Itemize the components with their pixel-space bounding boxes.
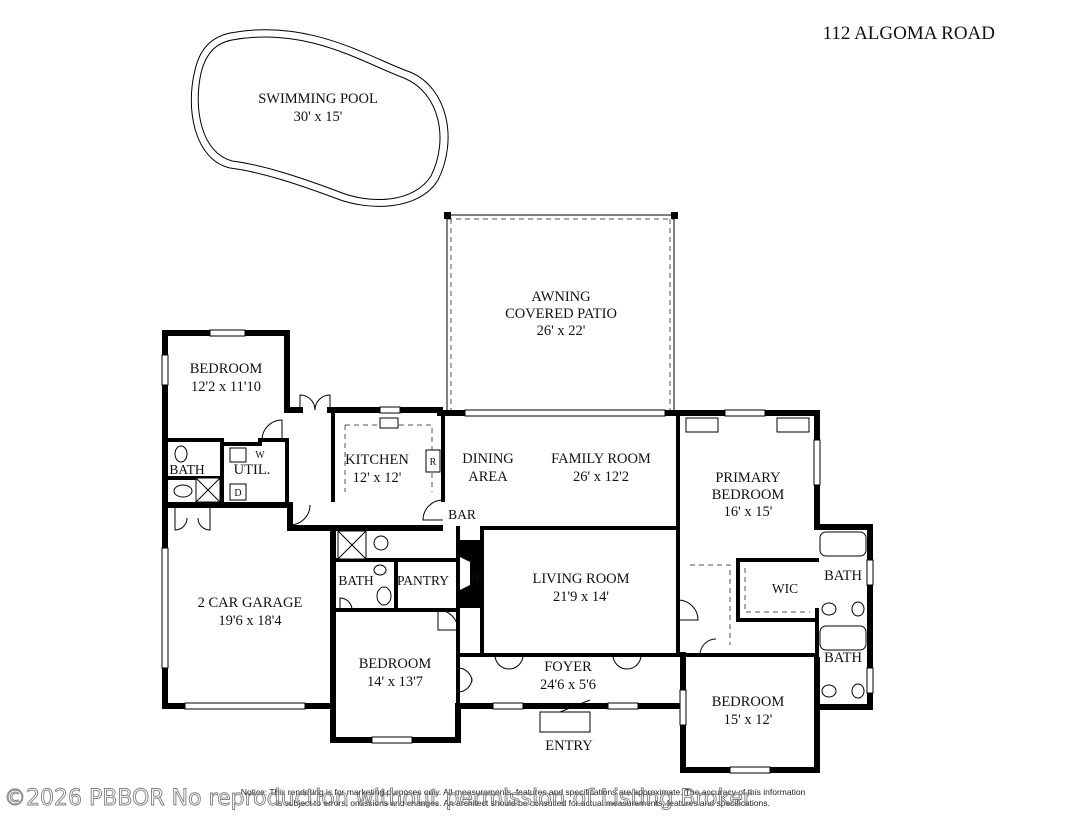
garage-dims: 19'6 x 18'4 (218, 613, 282, 629)
util-label: UTIL. (234, 462, 271, 478)
family-dims: 26' x 12'2 (573, 469, 629, 485)
primary-dims: 16' x 15' (724, 504, 773, 520)
patio-dims: 26' x 22' (537, 323, 586, 339)
foyer-dims: 24'6 x 5'6 (540, 677, 596, 693)
bath-nw-label: BATH (169, 462, 205, 477)
bedroom-se-label: BEDROOM (712, 694, 785, 710)
dining-label-1: DINING (462, 451, 514, 467)
bedroom-sw-dims: 14' x 13'7 (367, 674, 423, 690)
bar-label: BAR (448, 507, 476, 522)
dining-label-2: AREA (468, 469, 508, 485)
bath-e2-label: BATH (824, 650, 862, 666)
kitchen-dims: 12' x 12' (353, 470, 402, 486)
pool-dims: 30' x 15' (294, 109, 343, 125)
fridge-label: R (430, 457, 437, 468)
living-label: LIVING ROOM (532, 571, 629, 587)
bedroom-nw-label: BEDROOM (190, 361, 263, 377)
room-labels: BEDROOM 12'2 x 11'10 BATH UTIL. W D KITC… (169, 361, 862, 754)
bedroom-nw-dims: 12'2 x 11'10 (191, 379, 261, 395)
property-title: 112 ALGOMA ROAD (823, 23, 995, 44)
family-label: FAMILY ROOM (551, 451, 651, 467)
windows (161, 329, 874, 774)
entry-label: ENTRY (545, 738, 593, 754)
pool-label: SWIMMING POOL (258, 91, 378, 107)
washer-label: W (255, 450, 265, 461)
patio-label-2: COVERED PATIO (505, 306, 617, 322)
fixtures (173, 417, 867, 699)
covered-patio: AWNING COVERED PATIO 26' x 22' (444, 212, 678, 413)
copyright-watermark: ©2026 PBBOR No reproduction without perm… (4, 786, 753, 811)
foyer-label: FOYER (544, 659, 592, 675)
kitchen-label: KITCHEN (345, 452, 409, 468)
notice-line-1: Notice: This rendering is for marketing … (241, 787, 806, 797)
fp-label: FP (470, 573, 482, 584)
bath-e1-label: BATH (824, 568, 862, 584)
swimming-pool: SWIMMING POOL 30' x 15' (190, 29, 449, 207)
bedroom-sw-label: BEDROOM (359, 656, 432, 672)
notice-line-2: is subject to errors, omissions and chan… (276, 798, 770, 808)
dryer-label: D (234, 488, 241, 499)
patio-label-1: AWNING (531, 289, 591, 305)
primary-label-1: PRIMARY (715, 470, 781, 486)
wic-label: WIC (772, 581, 798, 596)
living-dims: 21'9 x 14' (553, 589, 609, 605)
fireplace-shape (460, 540, 482, 608)
bath-mid-label: BATH (338, 573, 374, 588)
primary-label-2: BEDROOM (712, 487, 785, 503)
doors (174, 394, 717, 733)
garage-label: 2 CAR GARAGE (198, 595, 303, 611)
bedroom-se-dims: 15' x 12' (724, 712, 773, 728)
pantry-label: PANTRY (397, 573, 449, 588)
